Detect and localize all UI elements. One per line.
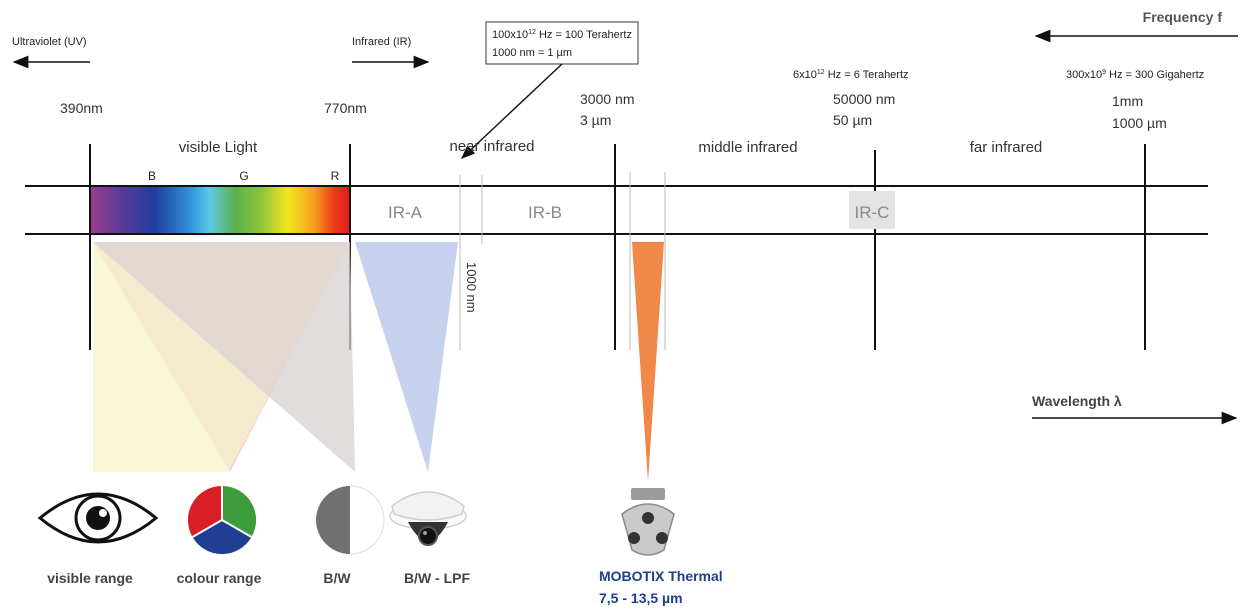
region-far-ir: far infrared [970, 139, 1043, 156]
thermal-camera-icon [621, 488, 675, 556]
callout-pointer [460, 63, 563, 159]
bw-half-circle-icon [316, 485, 385, 555]
region-near-ir: near infrared [449, 138, 534, 155]
wl-1000-um: 1000 µm [1112, 115, 1167, 131]
label-b: B [148, 169, 156, 183]
wl-1mm: 1mm [1112, 93, 1143, 109]
uv-label: Ultraviolet (UV) [12, 36, 87, 48]
caption-colour: colour range [177, 570, 262, 586]
bw-lpf-triangle [355, 242, 458, 472]
label-g: G [239, 169, 248, 183]
marker-1000nm-label: 1000 nm [464, 262, 479, 313]
wl-3000-um: 3 µm [580, 112, 611, 128]
thermal-triangle [632, 242, 664, 482]
frequency-label: Frequency f [1143, 9, 1223, 25]
callout-box [485, 21, 639, 65]
wl-390: 390nm [60, 100, 103, 116]
caption-visible: visible range [47, 570, 133, 586]
wl-50000-nm: 50000 nm [833, 91, 895, 107]
callout-line1: 100x1012 Hz = 100 Terahertz [492, 29, 632, 41]
label-r: R [331, 169, 340, 183]
dome-camera-icon [389, 491, 467, 546]
bw-triangle [93, 242, 355, 472]
wl-50000-um: 50 µm [833, 112, 872, 128]
caption-thermal-range: 7,5 - 13,5 µm [599, 590, 683, 606]
band-ir-c: IR-C [855, 203, 890, 222]
eye-icon [37, 492, 159, 544]
wl-770: 770nm [324, 100, 367, 116]
band-ir-b: IR-B [528, 203, 562, 222]
ir-label: Infrared (IR) [352, 36, 411, 48]
band-ir-a: IR-A [388, 203, 423, 222]
wavelength-label: Wavelength λ [1032, 393, 1122, 409]
wl-3000-nm: 3000 nm [580, 91, 634, 107]
freq-300ghz: 300x109 Hz = 300 Gigahertz [1066, 69, 1204, 81]
ir-c-box [849, 191, 895, 229]
caption-bw-lpf: B/W - LPF [404, 570, 471, 586]
freq-6thz: 6x1012 Hz = 6 Terahertz [793, 69, 909, 81]
callout-line2: 1000 nm = 1 µm [492, 47, 572, 59]
region-middle-ir: middle infrared [698, 139, 797, 156]
visible-spectrum-bar [90, 187, 350, 233]
region-visible: visible Light [179, 139, 258, 156]
caption-bw: B/W [323, 570, 351, 586]
caption-thermal-name: MOBOTIX Thermal [599, 568, 723, 584]
colour-wheel-icon [187, 485, 257, 555]
